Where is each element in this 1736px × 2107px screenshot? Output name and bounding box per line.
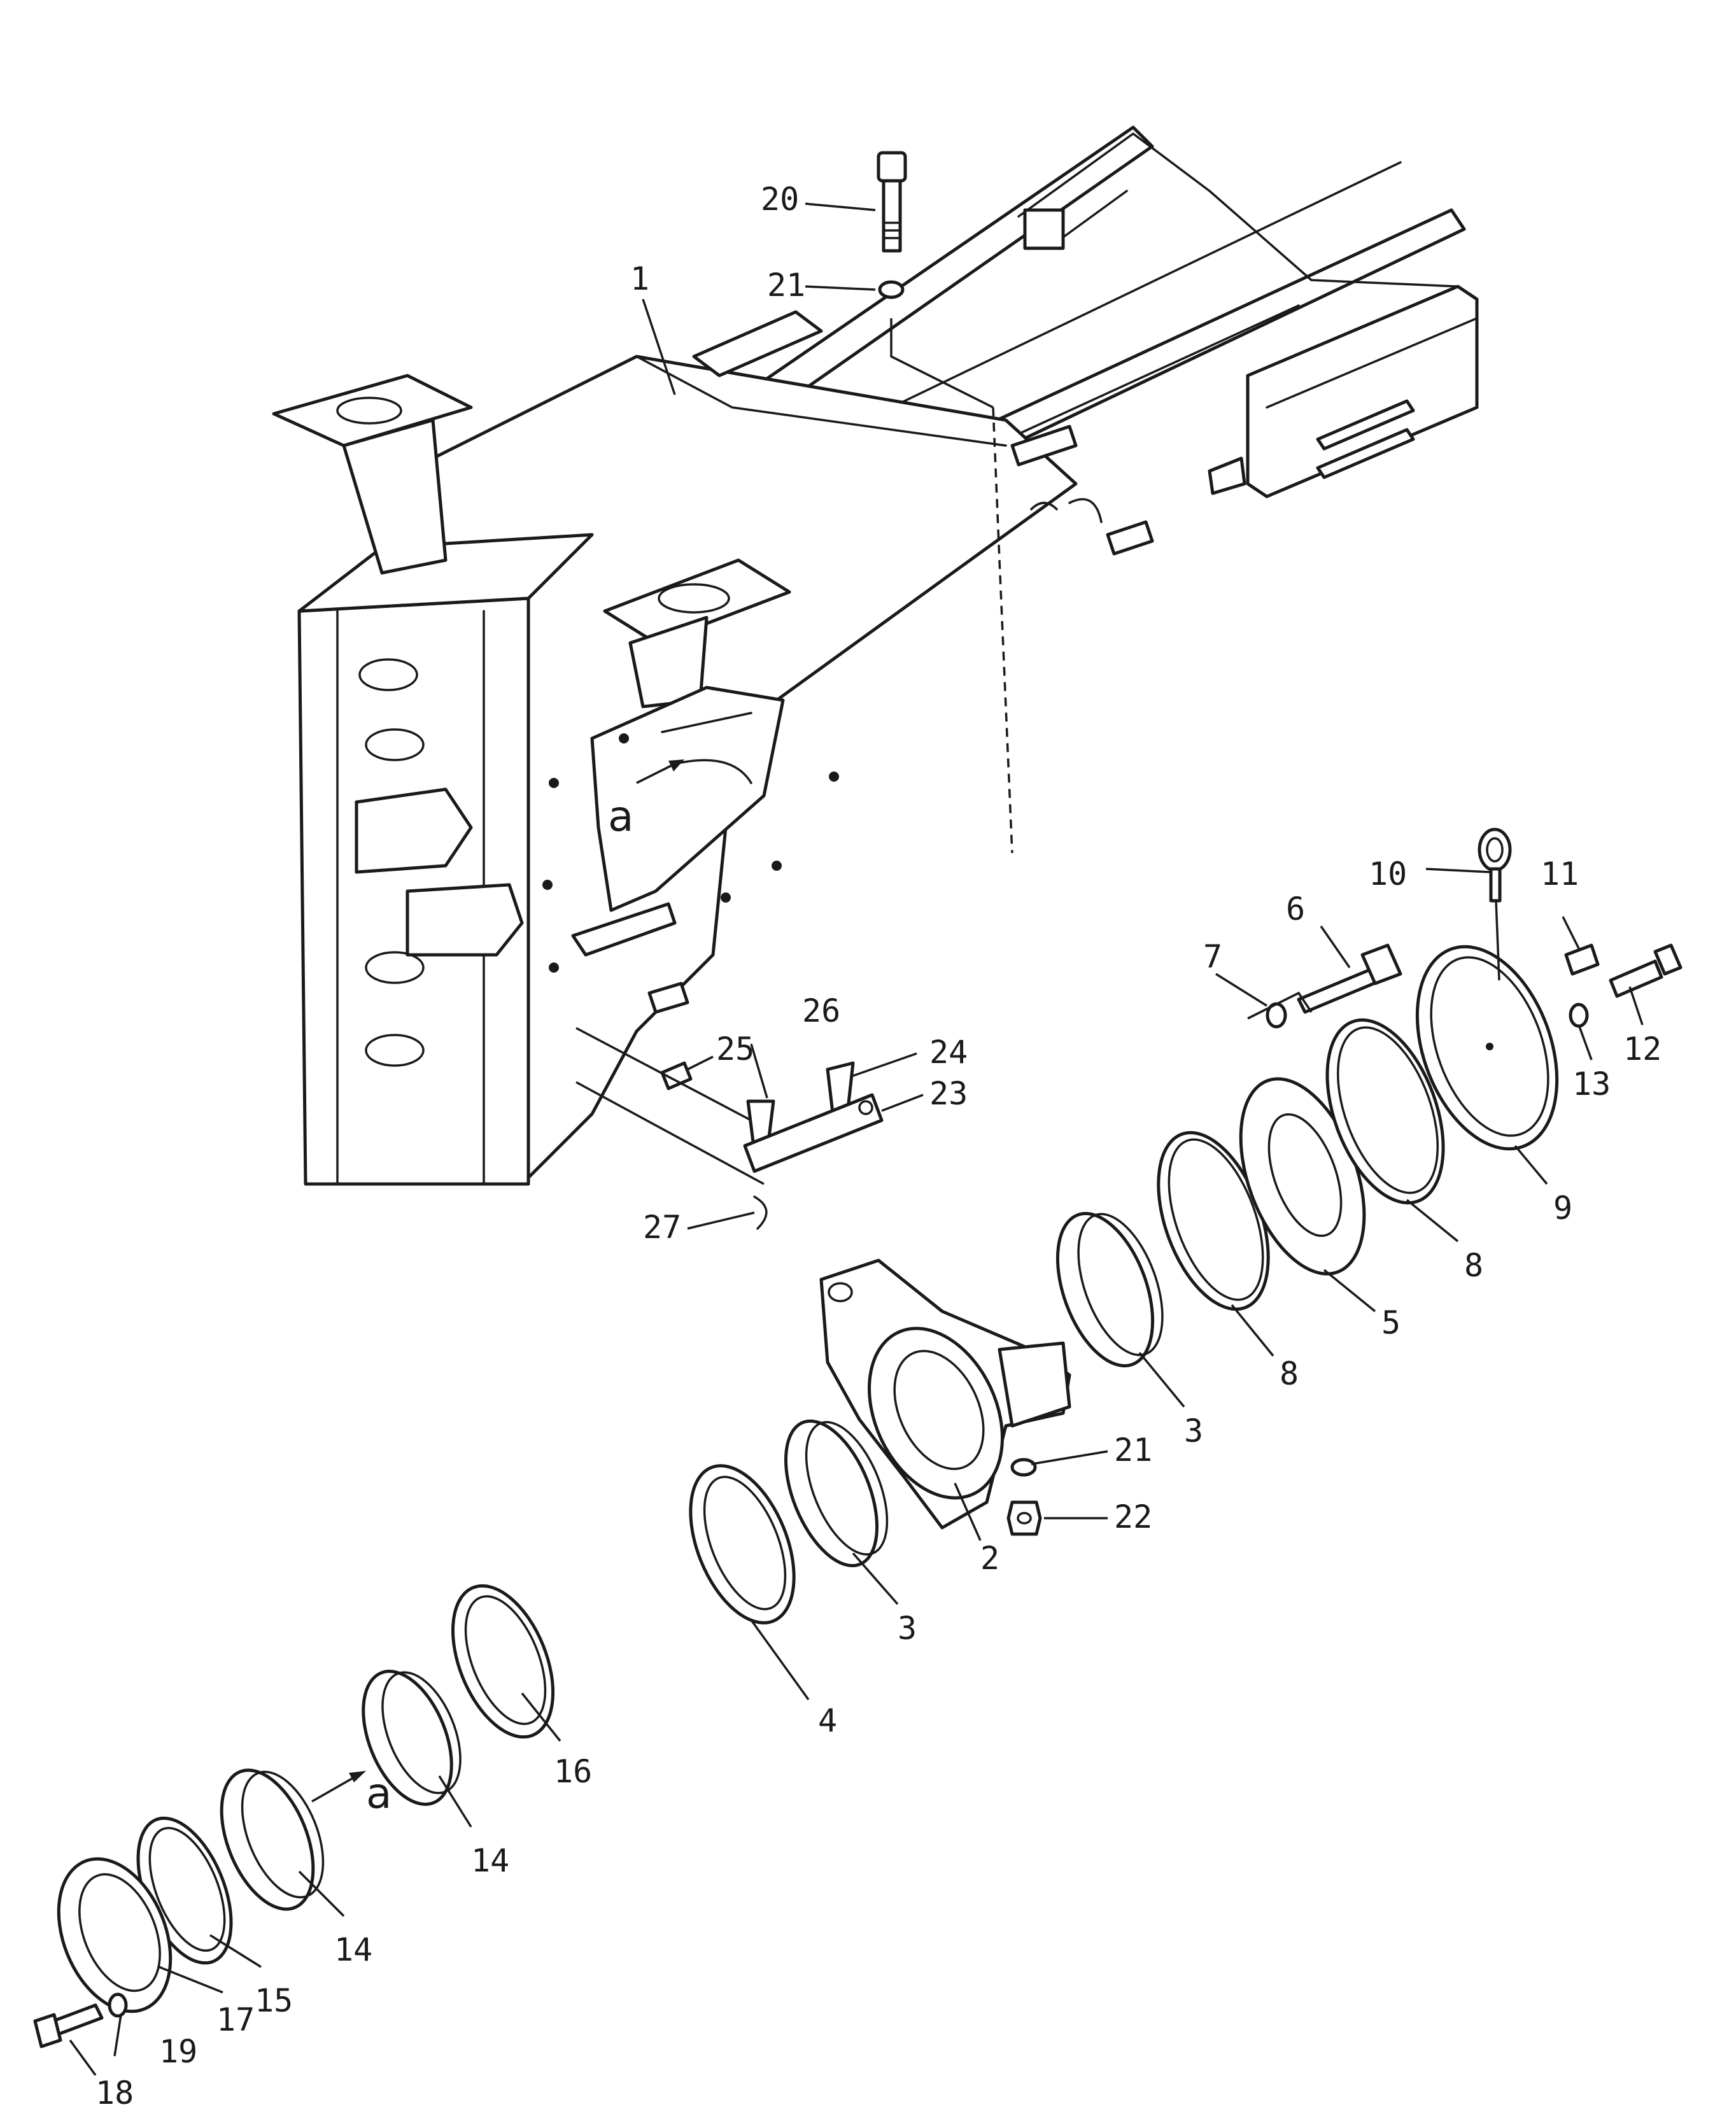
callout-12: 12: [1623, 1031, 1662, 1068]
callout-3: 3: [898, 1610, 917, 1647]
leader-lines: [69, 202, 1644, 2076]
callout-15: 15: [255, 1982, 293, 2019]
retainer-17: [57, 1857, 173, 2013]
callout-21: 21: [1114, 1432, 1152, 1469]
callout-9: 9: [1553, 1190, 1572, 1227]
callout-labels: 1 2 3 3 4 5 6 7 8 8 9 10 11 12 13 14 14 …: [95, 181, 1662, 2107]
washer-19: [108, 1992, 128, 2018]
washer-13: [1569, 1003, 1589, 1028]
callout-18: 18: [95, 2075, 134, 2107]
callout-5: 5: [1381, 1304, 1401, 1341]
bolt-20: [877, 151, 907, 253]
callout-17: 17: [216, 2001, 255, 2038]
callout-25: 25: [716, 1031, 754, 1068]
reference-mark-a-bushing: a: [366, 1769, 392, 1818]
washer-21-upper: [878, 280, 905, 299]
callout-3: 3: [1184, 1413, 1203, 1449]
link-bar-23: [743, 1093, 884, 1173]
trunnion-housing: [819, 1258, 1071, 1530]
cotter-pin-27: [753, 1195, 768, 1230]
callout-8: 8: [1280, 1355, 1299, 1392]
washer-21-lower: [1010, 1458, 1037, 1477]
seal-ring-3-upper: [1055, 1211, 1164, 1368]
callout-13: 13: [1572, 1066, 1611, 1103]
callout-6: 6: [1286, 891, 1305, 927]
callout-4: 4: [818, 1702, 837, 1739]
callout-19: 19: [159, 2033, 197, 2070]
main-frame: [272, 125, 1479, 1186]
shim-ring-8-upper: [1325, 1018, 1445, 1205]
bolt-18: [33, 2003, 104, 2048]
callout-27: 27: [643, 1209, 681, 1246]
seal-ring-14-lower: [220, 1768, 325, 1911]
cover-plate-9: [1415, 945, 1559, 1151]
callout-24: 24: [929, 1034, 968, 1071]
callout-11: 11: [1541, 856, 1579, 892]
seal-ring-14-upper: [362, 1670, 462, 1806]
eye-bolt-10: [1478, 828, 1512, 903]
bushing-4: [689, 1464, 796, 1624]
callout-21: 21: [767, 267, 805, 304]
plug-11: [1564, 943, 1600, 976]
bolt-6: [1297, 943, 1402, 1014]
bolt-25: [660, 1061, 693, 1090]
seal-ring-3-lower: [784, 1419, 889, 1568]
bolt-12: [1609, 943, 1683, 998]
callout-2: 2: [980, 1540, 999, 1577]
callout-14: 14: [471, 1842, 509, 1879]
retainer-plate-5: [1239, 1077, 1366, 1276]
callout-26: 26: [802, 992, 840, 1029]
callout-10: 10: [1369, 856, 1407, 892]
callout-22: 22: [1114, 1498, 1152, 1535]
nut-22: [1006, 1500, 1042, 1536]
callout-20: 20: [761, 181, 799, 218]
reference-mark-a-frame: a: [608, 792, 633, 841]
callout-16: 16: [554, 1753, 592, 1790]
callout-23: 23: [929, 1075, 968, 1112]
callout-7: 7: [1203, 938, 1222, 975]
callout-14: 14: [334, 1931, 372, 1968]
callout-8: 8: [1464, 1247, 1483, 1284]
callout-1: 1: [630, 260, 649, 297]
